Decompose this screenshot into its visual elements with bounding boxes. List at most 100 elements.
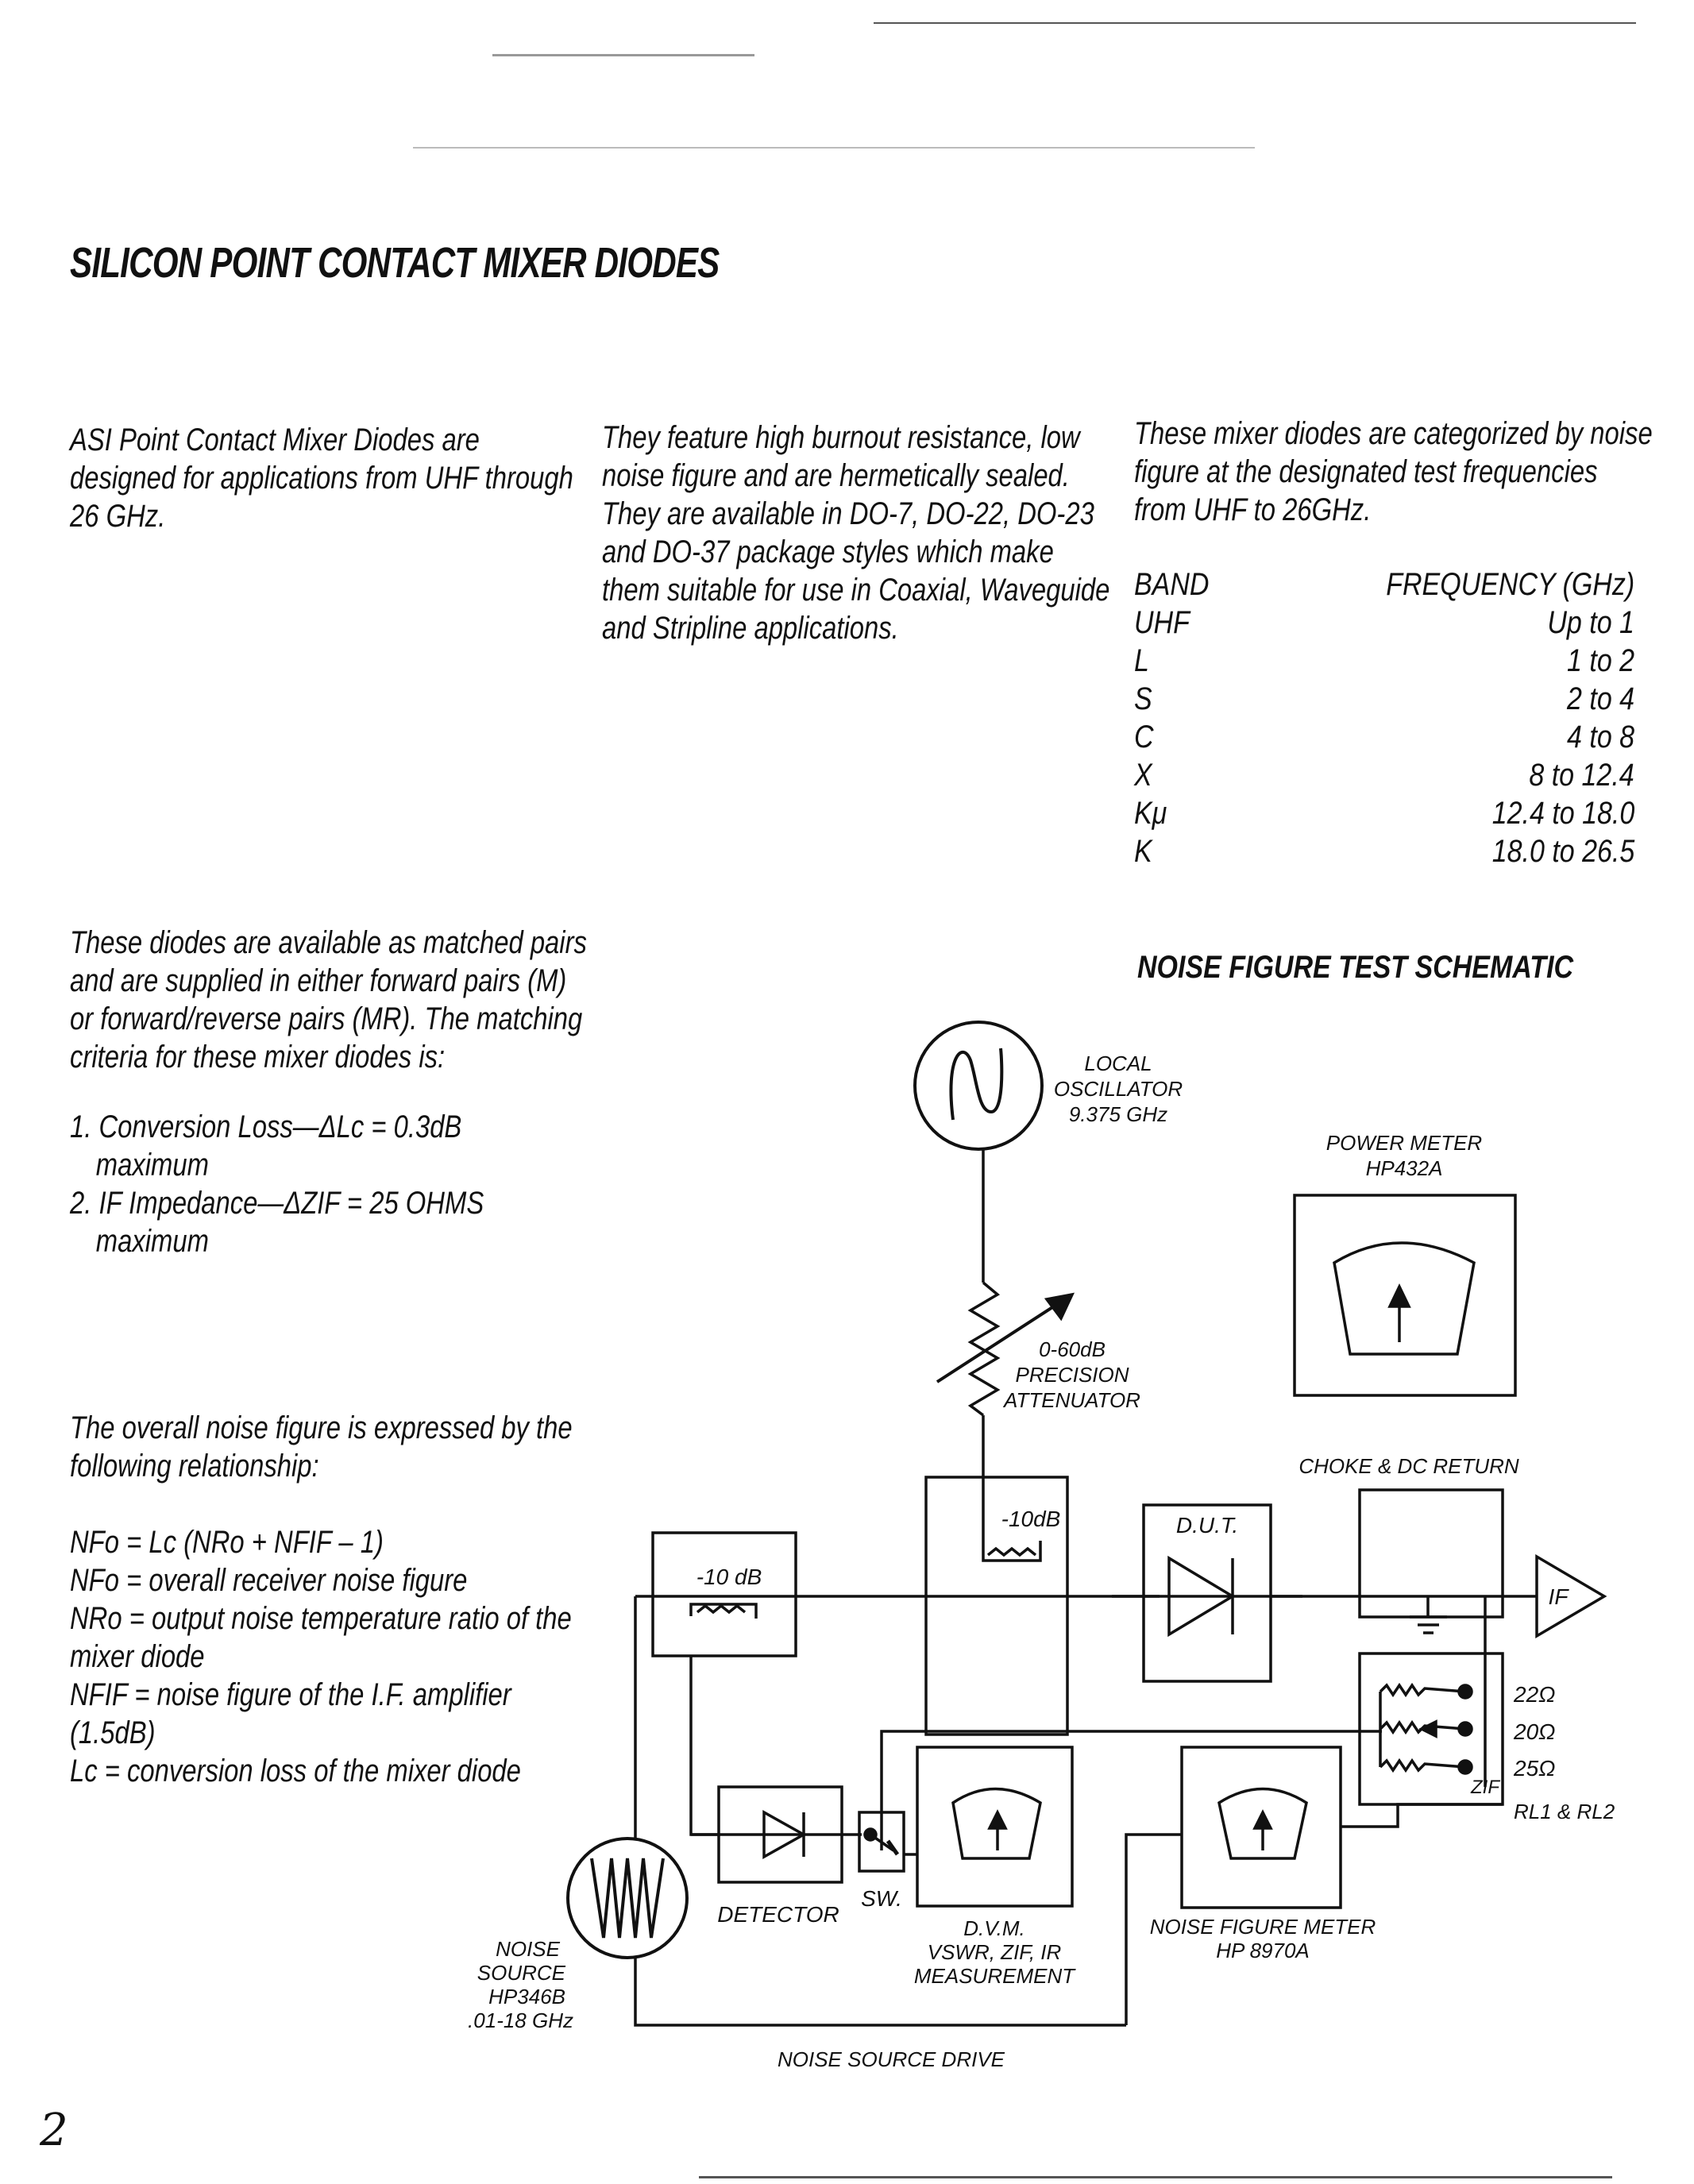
frequency-cell: 8 to 12.4 xyxy=(1529,758,1634,793)
intro-col3-line: from UHF to 26GHz. xyxy=(1134,492,1372,527)
matching-intro-line: or forward/reverse pairs (MR). The match… xyxy=(70,1001,583,1036)
intro-col2-line: and Stripline applications. xyxy=(602,611,899,646)
intro-col3-line: These mixer diodes are categorized by no… xyxy=(1134,416,1653,451)
band-row: UHF Up to 1 xyxy=(1134,604,1634,642)
band-table-header: BAND FREQUENCY (GHz) xyxy=(1134,565,1634,604)
precision-attenuator xyxy=(936,1281,1075,1417)
zif-label: ZIF xyxy=(1470,1777,1500,1798)
scan-artifact xyxy=(413,147,1255,149)
nfm-label-1: NOISE FIGURE METER xyxy=(1150,1915,1376,1939)
page-title: SILICON POINT CONTACT MIXER DIODES xyxy=(70,239,720,287)
matching-intro-line: criteria for these mixer diodes is: xyxy=(70,1040,446,1075)
switch xyxy=(858,1811,905,1873)
criterion-2: 2. IF Impedance—ΔZIF = 25 OHMS xyxy=(70,1186,484,1221)
frequency-cell: 12.4 to 18.0 xyxy=(1491,796,1634,831)
coupler-top xyxy=(924,1476,1069,1736)
lo-label-1: LOCAL xyxy=(1084,1051,1152,1075)
scan-artifact xyxy=(699,2176,1612,2178)
criterion-1-cont: maximum xyxy=(95,1148,209,1183)
noise-source-drive-label: NOISE SOURCE DRIVE xyxy=(778,2047,1005,2071)
schematic-title: NOISE FIGURE TEST SCHEMATIC xyxy=(1137,950,1574,985)
power-meter-label-1: POWER METER xyxy=(1326,1131,1482,1155)
coupler-top-label: -10dB xyxy=(1001,1507,1061,1531)
frequency-cell: 1 to 2 xyxy=(1566,643,1634,678)
dvm xyxy=(904,1746,1074,1908)
band-header: BAND xyxy=(1134,567,1210,602)
noise-formula-line: Lc = conversion loss of the mixer diode xyxy=(70,1754,521,1788)
frequency-cell: Up to 1 xyxy=(1547,605,1634,640)
intro-col2-line: noise figure and are hermetically sealed… xyxy=(602,458,1070,493)
intro-col1-line: designed for applications from UHF throu… xyxy=(70,461,573,496)
noise-formula-line: NFo = Lc (NRo + NFIF – 1) xyxy=(70,1525,384,1560)
intro-col1: ASI Point Contact Mixer Diodes are desig… xyxy=(70,421,573,535)
coupler-left-label: -10 dB xyxy=(697,1565,762,1589)
noise-figure-meter xyxy=(1125,1746,1503,2025)
attenuator-label-2: PRECISION xyxy=(1015,1363,1129,1387)
choke-dc-return xyxy=(1358,1488,1504,1634)
dvm-label-3: MEASUREMENT xyxy=(914,1964,1076,1988)
intro-col3-line: figure at the designated test frequencie… xyxy=(1134,454,1598,489)
load-resistor-switch xyxy=(1358,1596,1504,1806)
rl-label: RL1 & RL2 xyxy=(1514,1800,1615,1823)
lo-label-3: 9.375 GHz xyxy=(1069,1102,1167,1126)
dut-label: D.U.T. xyxy=(1176,1513,1238,1538)
band-cell: L xyxy=(1134,643,1149,678)
scan-artifact xyxy=(492,54,754,56)
band-row: L 1 to 2 xyxy=(1134,642,1634,680)
criterion-2-cont: maximum xyxy=(95,1224,209,1259)
noise-intro-line: following relationship: xyxy=(70,1449,319,1484)
choke-label: CHOKE & DC RETURN xyxy=(1298,1454,1519,1478)
frequency-cell: 4 to 8 xyxy=(1566,720,1634,754)
dvm-label-2: VSWR, ZIF, IR xyxy=(928,1940,1062,1964)
noise-formula-line: NFo = overall receiver noise figure xyxy=(70,1563,468,1598)
resistor-20: 20Ω xyxy=(1513,1719,1555,1744)
attenuator-label-3: ATTENUATOR xyxy=(1002,1388,1140,1412)
resistor-22: 22Ω xyxy=(1513,1682,1555,1707)
frequency-header: FREQUENCY (GHz) xyxy=(1386,567,1634,602)
band-cell: Kμ xyxy=(1134,796,1167,831)
band-cell: S xyxy=(1134,681,1152,716)
band-cell: UHF xyxy=(1134,605,1190,640)
dvm-label-1: D.V.M. xyxy=(963,1916,1025,1940)
page-number: 2 xyxy=(40,2105,68,2156)
frequency-cell: 2 to 4 xyxy=(1566,681,1634,716)
noise-section: The overall noise figure is expressed by… xyxy=(70,1409,573,1790)
intro-col2-line: They are available in DO-7, DO-22, DO-23 xyxy=(602,496,1094,531)
matching-intro-line: These diodes are available as matched pa… xyxy=(70,925,587,960)
noise-formula-line: mixer diode xyxy=(70,1639,205,1674)
power-meter-label-2: HP432A xyxy=(1366,1156,1443,1180)
detector xyxy=(691,1785,862,1884)
noise-formula-line: (1.5dB) xyxy=(70,1715,156,1750)
matching-section: These diodes are available as matched pa… xyxy=(70,924,587,1260)
noise-source-label-1: NOISE xyxy=(496,1937,561,1961)
noise-formula-line: NFIF = noise figure of the I.F. amplifie… xyxy=(70,1677,511,1712)
band-cell: X xyxy=(1134,758,1152,793)
band-cell: K xyxy=(1134,834,1152,869)
noise-source-label-4: .01-18 GHz xyxy=(468,2008,573,2032)
noise-source-label-3: HP346B xyxy=(488,1985,565,2008)
criterion-1: 1. Conversion Loss—ΔLc = 0.3dB xyxy=(70,1109,462,1144)
scan-artifact xyxy=(874,22,1636,24)
power-meter xyxy=(1293,1194,1517,1397)
band-row: Kμ 12.4 to 18.0 xyxy=(1134,794,1634,832)
if-amplifier xyxy=(1535,1553,1607,1639)
nfm-label-2: HP 8970A xyxy=(1216,1939,1310,1962)
intro-col1-line: ASI Point Contact Mixer Diodes are xyxy=(70,423,480,457)
intro-col1-line: 26 GHz. xyxy=(70,499,166,534)
intro-col2-line: and DO-37 package styles which make xyxy=(602,534,1054,569)
band-row: S 2 to 4 xyxy=(1134,680,1634,718)
if-amp-label: IF xyxy=(1549,1584,1570,1609)
noise-source xyxy=(566,1596,1126,2027)
resistor-25: 25Ω xyxy=(1513,1756,1555,1781)
dut xyxy=(1112,1503,1302,1683)
noise-source-label-2: SOURCE xyxy=(477,1961,566,1985)
intro-col3: These mixer diodes are categorized by no… xyxy=(1134,415,1653,529)
lo-label-2: OSCILLATOR xyxy=(1054,1077,1183,1101)
coupler-left xyxy=(651,1531,797,1657)
detector-label: DETECTOR xyxy=(717,1902,839,1927)
attenuator-label-1: 0-60dB xyxy=(1039,1337,1106,1361)
